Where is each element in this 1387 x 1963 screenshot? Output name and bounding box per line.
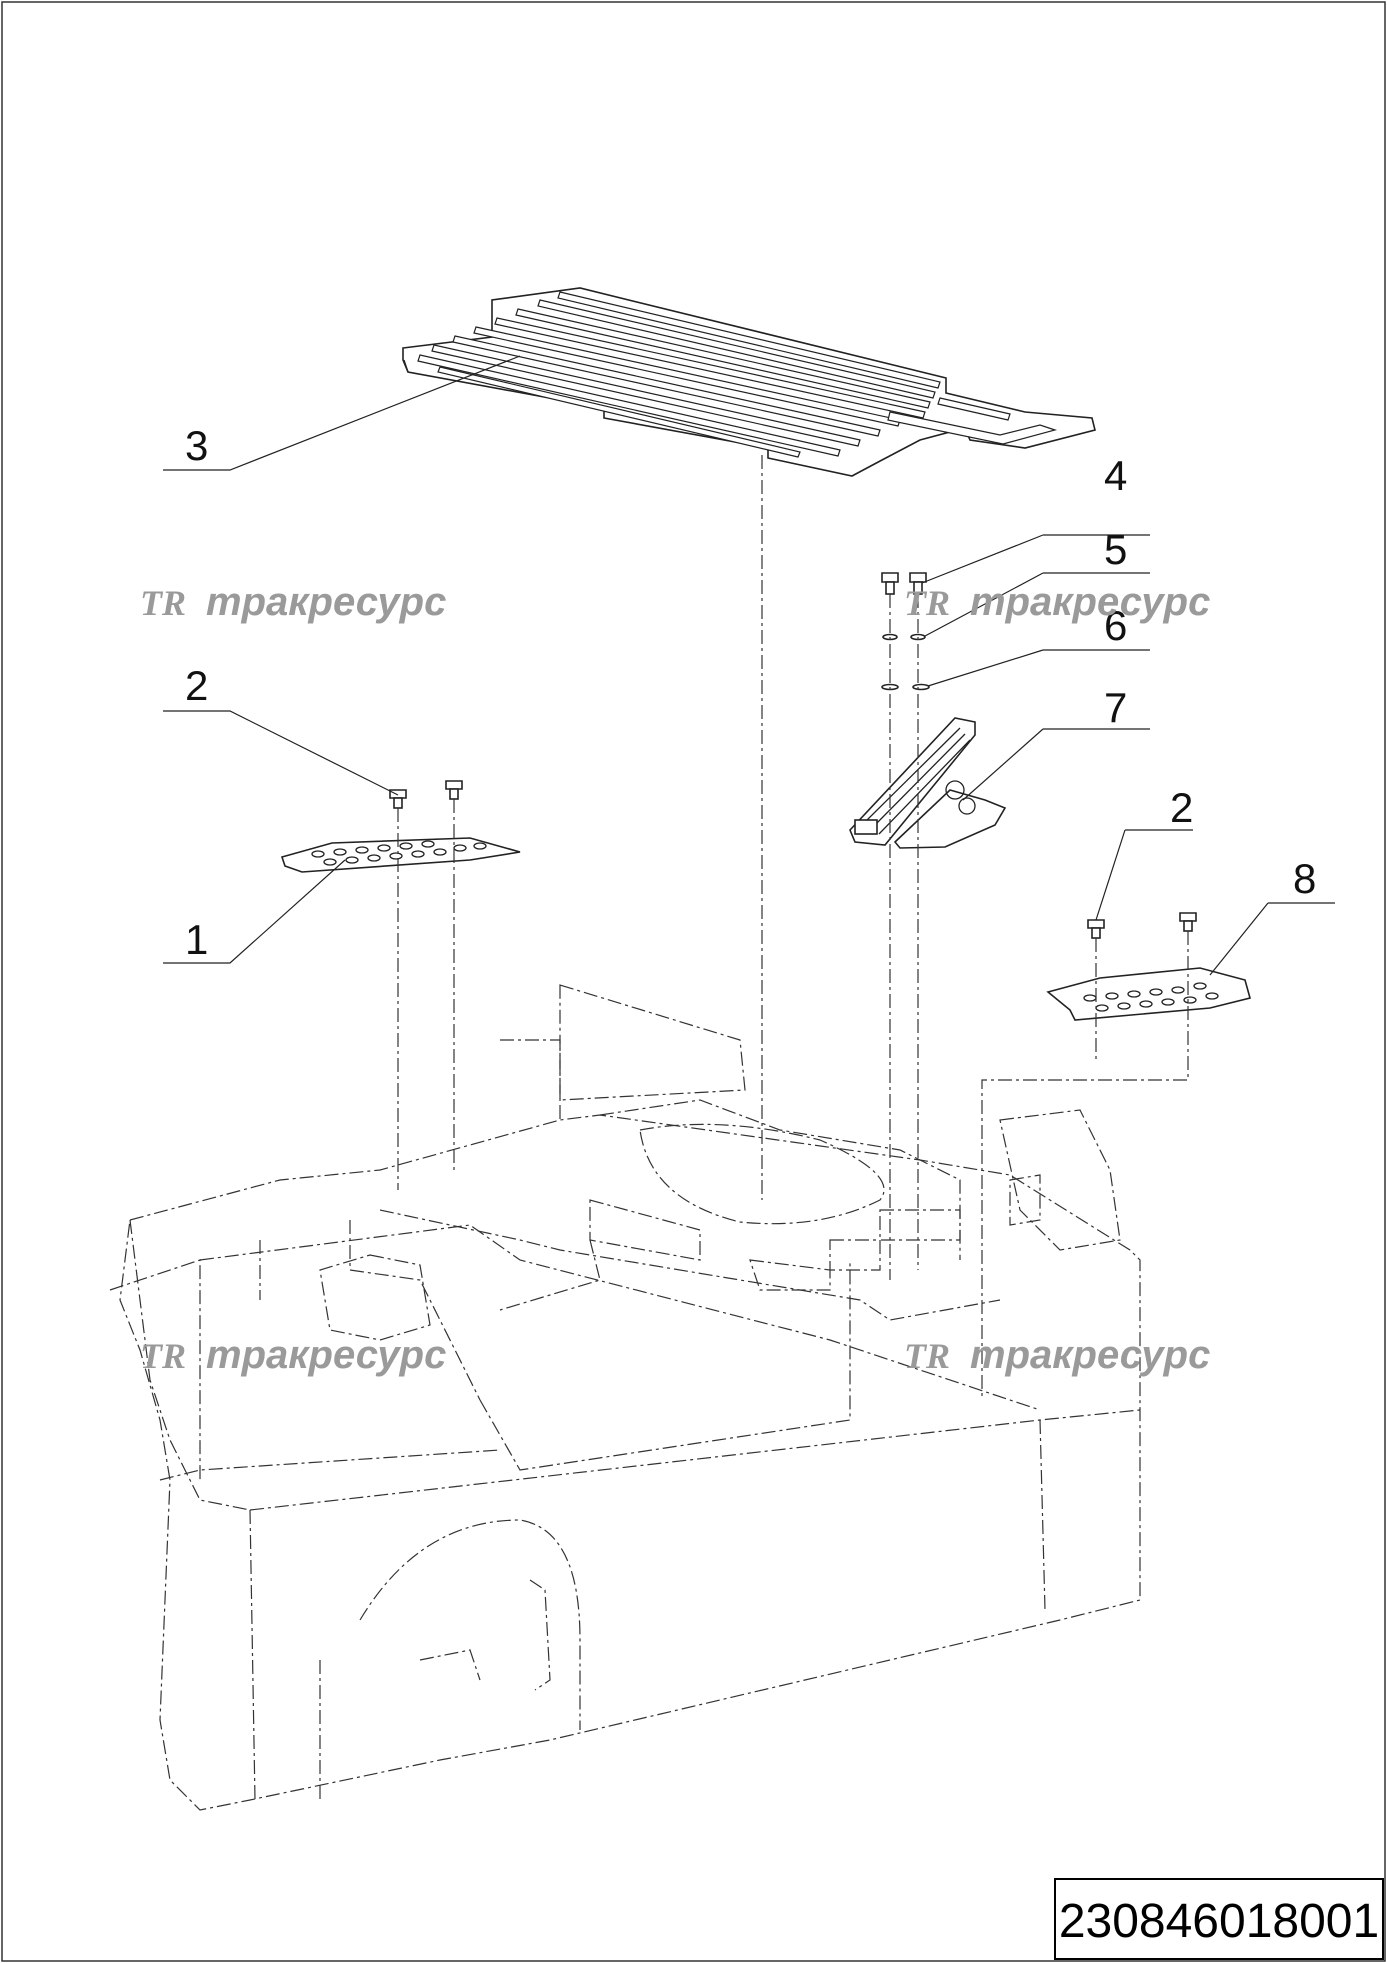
watermark-top-left: TR тракресурс bbox=[140, 580, 446, 624]
watermark-bottom-right: TR тракресурс bbox=[904, 1333, 1210, 1377]
callout-3: 3 bbox=[185, 422, 208, 469]
watermark-bottom-left: TR тракресурс bbox=[140, 1333, 446, 1377]
callout-8: 8 bbox=[1293, 855, 1316, 902]
drawing-number-box: 230846018001 bbox=[1054, 1878, 1384, 1960]
callout-2-left: 2 bbox=[185, 662, 208, 709]
watermark-top-right: TR тракресурс bbox=[904, 580, 1210, 624]
svg-text:TR: TR bbox=[904, 583, 950, 623]
svg-text:тракресурс: тракресурс bbox=[970, 580, 1210, 624]
callout-5: 5 bbox=[1104, 526, 1127, 573]
washer-part-6 bbox=[881, 683, 930, 691]
callout-labels: 3 2 1 4 5 6 7 2 8 bbox=[185, 422, 1316, 963]
screw-part-4 bbox=[881, 572, 927, 595]
callout-2-right: 2 bbox=[1170, 784, 1193, 831]
washer-part-5 bbox=[882, 633, 926, 641]
svg-text:тракресурс: тракресурс bbox=[206, 1333, 446, 1377]
callout-1: 1 bbox=[185, 916, 208, 963]
accelerator-pedal-part-7 bbox=[849, 717, 1007, 849]
floor-mat-part-3 bbox=[402, 287, 1096, 477]
assembly-lines bbox=[397, 455, 1189, 1400]
callout-7: 7 bbox=[1104, 684, 1127, 731]
svg-text:тракресурс: тракресурс bbox=[970, 1333, 1210, 1377]
svg-text:TR: TR bbox=[140, 583, 186, 623]
drawing-number: 230846018001 bbox=[1059, 1895, 1379, 1948]
svg-text:TR: TR bbox=[140, 1336, 186, 1376]
chassis-frame bbox=[109, 984, 1141, 1811]
svg-text:тракресурс: тракресурс bbox=[206, 580, 446, 624]
leader-lines bbox=[163, 355, 1335, 976]
left-foot-pad-part-1 bbox=[280, 837, 521, 873]
callout-6: 6 bbox=[1104, 602, 1127, 649]
svg-text:TR: TR bbox=[904, 1336, 950, 1376]
bolts-part-2 bbox=[389, 780, 1197, 939]
watermarks: TR тракресурс TR тракресурс TR тракресур… bbox=[140, 580, 1210, 1377]
callout-4: 4 bbox=[1104, 452, 1127, 499]
right-foot-pad-part-8 bbox=[1046, 967, 1251, 1021]
